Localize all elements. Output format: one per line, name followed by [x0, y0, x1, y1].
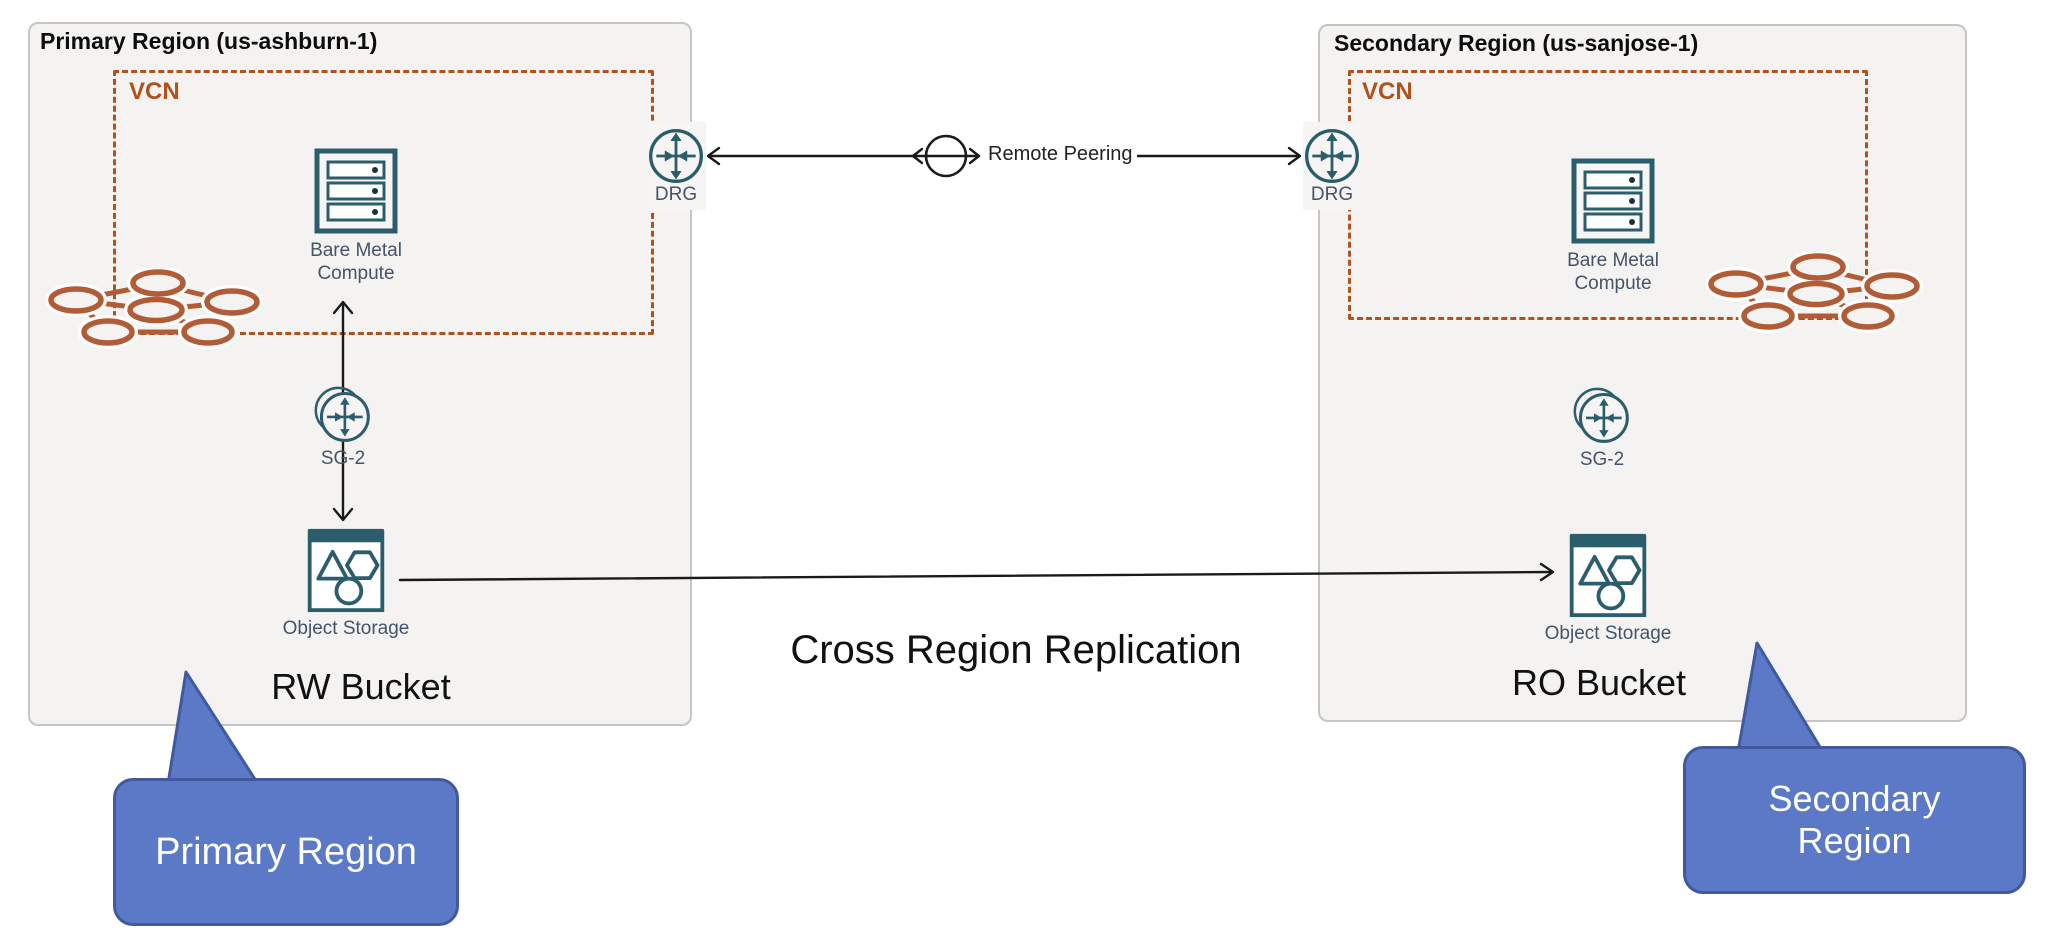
primary-bare-metal-icon [314, 148, 398, 234]
secondary-sg2-label: SG-2 [1579, 449, 1625, 470]
secondary-region-title: Secondary Region (us-sanjose-1) [1334, 30, 1699, 56]
secondary-bare-metal-label: Bare Metal Compute [1567, 250, 1659, 294]
primary-vcn-label: VCN [129, 78, 180, 105]
primary-region-title: Primary Region (us-ashburn-1) [40, 28, 378, 54]
primary-callout: Primary Region [113, 778, 459, 926]
secondary-drg-label: DRG [1310, 184, 1354, 205]
secondary-object-storage-icon [1565, 531, 1651, 619]
remote-peering-icon [924, 134, 968, 178]
primary-network-cluster-icon [46, 268, 268, 354]
secondary-sg2-icon [1572, 387, 1632, 447]
primary-drg-label: DRG [654, 184, 698, 205]
secondary-vcn-label: VCN [1362, 78, 1413, 105]
secondary-bucket-label: RO Bucket [1511, 662, 1687, 703]
primary-bucket-label: RW Bucket [271, 666, 451, 707]
primary-sg2-label: SG-2 [320, 448, 366, 469]
secondary-callout: Secondary Region [1683, 746, 2026, 894]
secondary-drg-icon [1302, 126, 1362, 186]
primary-object-storage-label: Object Storage [282, 618, 410, 639]
primary-object-storage-icon [303, 526, 389, 614]
primary-sg2-icon [313, 386, 373, 446]
secondary-bare-metal-icon [1571, 158, 1655, 244]
secondary-callout-text: Secondary Region [1768, 777, 1941, 861]
primary-drg-icon [646, 126, 706, 186]
secondary-network-cluster-icon [1706, 252, 1928, 338]
primary-callout-text: Primary Region [155, 830, 417, 873]
secondary-object-storage-label: Object Storage [1544, 623, 1672, 644]
remote-peering-label: Remote Peering [984, 143, 1137, 166]
primary-bare-metal-label: Bare Metal Compute [310, 240, 402, 284]
replication-label: Cross Region Replication [790, 628, 1242, 672]
